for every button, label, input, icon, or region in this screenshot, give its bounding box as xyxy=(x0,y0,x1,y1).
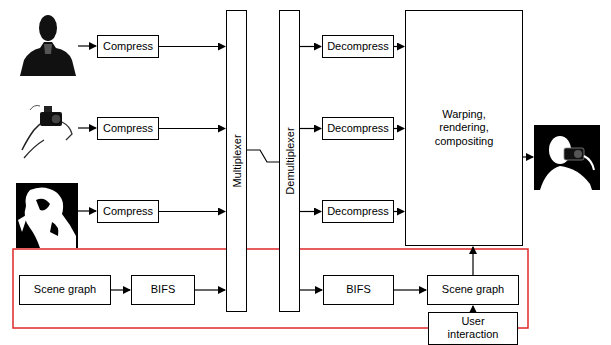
input-box: User interaction xyxy=(428,312,518,345)
box-label: BIFS xyxy=(151,283,175,296)
video-frame xyxy=(16,8,78,76)
flow-arrow xyxy=(394,211,404,212)
box-label: Decompress xyxy=(327,205,389,218)
box-label: User interaction xyxy=(442,315,504,341)
box-label: Decompress xyxy=(327,40,389,53)
flow-arrow xyxy=(300,128,321,129)
mux-bar: Multiplexer xyxy=(226,10,247,312)
box-label: Multiplexer xyxy=(231,134,242,187)
flow-arrow xyxy=(195,289,225,290)
flow-arrow xyxy=(159,128,225,129)
video-frame xyxy=(16,96,78,160)
flow-arrow xyxy=(394,128,404,129)
process-box: Decompress xyxy=(322,117,394,140)
flow-arrow xyxy=(300,211,321,212)
input-arrow xyxy=(78,210,96,211)
flow-arrow xyxy=(394,46,404,47)
demux-bar: Demultiplexer xyxy=(279,10,300,312)
process-box: Scene graph xyxy=(19,275,111,305)
input-arrow xyxy=(78,45,96,46)
process-box: Compress xyxy=(97,117,159,140)
box-label: Compress xyxy=(103,205,153,218)
flow-arrow xyxy=(300,289,322,290)
flow-arrow xyxy=(394,289,426,290)
transmission-link xyxy=(247,150,279,162)
process-box: Decompress xyxy=(322,35,394,58)
process-box: BIFS xyxy=(131,275,195,305)
box-label: Warping, rendering, compositing xyxy=(424,108,504,148)
process-box: Compress xyxy=(97,35,159,58)
box-label: Compress xyxy=(103,40,153,53)
video-frame xyxy=(16,183,78,248)
process-box: Compress xyxy=(97,200,159,223)
box-label: Decompress xyxy=(327,122,389,135)
flow-arrow xyxy=(111,289,130,290)
box-label: BIFS xyxy=(346,283,370,296)
flow-arrow xyxy=(472,247,473,275)
flow-arrow xyxy=(159,211,225,212)
process-box: Scene graph xyxy=(427,275,519,305)
box-label: Scene graph xyxy=(442,283,504,296)
render-box: Warping, rendering, compositing xyxy=(405,10,523,246)
output-arrow xyxy=(523,156,533,157)
flow-arrow xyxy=(159,46,225,47)
box-label: Compress xyxy=(103,122,153,135)
process-box: Decompress xyxy=(322,200,394,223)
box-label: Demultiplexer xyxy=(284,127,295,194)
process-box: BIFS xyxy=(323,275,394,305)
output-frame xyxy=(534,125,600,190)
input-arrow xyxy=(78,127,96,128)
box-label: Scene graph xyxy=(34,283,96,296)
flow-arrow xyxy=(300,46,321,47)
